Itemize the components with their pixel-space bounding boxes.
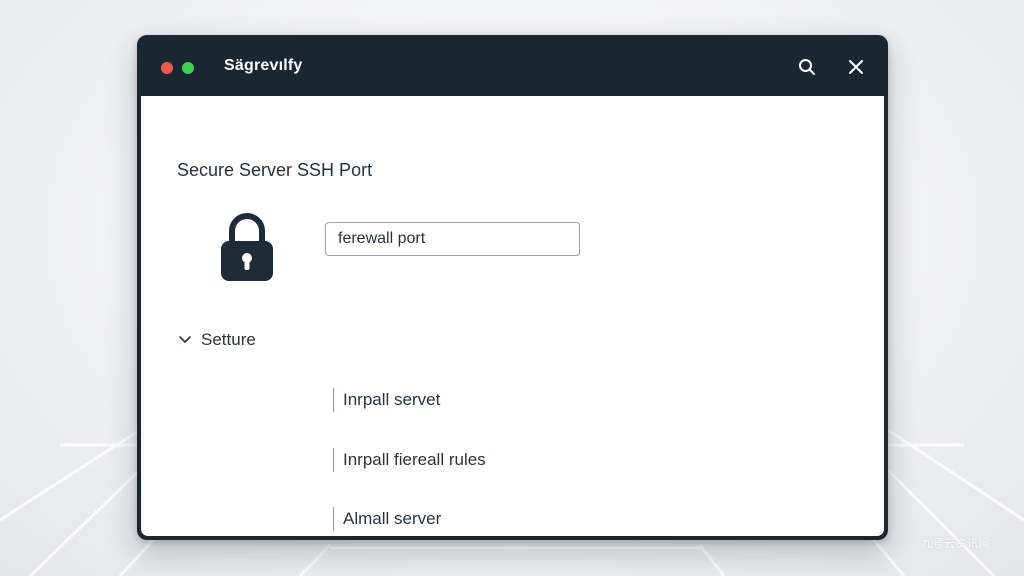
lock-icon (215, 209, 279, 285)
watermark-text: 九号云资讯网 (921, 538, 990, 550)
section-toggle[interactable]: Setture (177, 328, 256, 352)
window-maximize-dot[interactable] (182, 62, 194, 74)
firewall-port-input[interactable] (325, 222, 580, 256)
list-item-label: Inrpall fiereall rules (343, 450, 486, 469)
app-title: Sägrevılfy (224, 57, 303, 74)
list-item-divider (333, 388, 334, 412)
list-item-divider (333, 448, 334, 472)
search-button[interactable] (795, 55, 819, 79)
window-close-dot[interactable] (161, 62, 173, 74)
list-item-install-firewall-rules[interactable]: Inrpall fiereall rules (333, 447, 486, 473)
close-icon (849, 60, 863, 74)
section-label: Setture (201, 330, 256, 349)
list-item-almall-server[interactable]: Almall server (333, 506, 441, 532)
list-item-install-server[interactable]: Inrpall servet (333, 387, 440, 413)
titlebar: Sägrevılfy (137, 35, 888, 97)
list-item-divider (333, 507, 334, 531)
list-item-label: Almall server (343, 509, 442, 528)
content-panel: Secure Server SSH Port Setture Inrpall s… (141, 96, 884, 536)
page-title: Secure Server SSH Port (177, 160, 373, 180)
app-window: Sägrevılfy Secure Server SSH Port (137, 35, 888, 540)
close-button[interactable] (844, 55, 868, 79)
search-icon (799, 59, 815, 75)
chevron-down-icon (179, 336, 191, 343)
list-item-label: Inrpall servet (343, 390, 441, 409)
